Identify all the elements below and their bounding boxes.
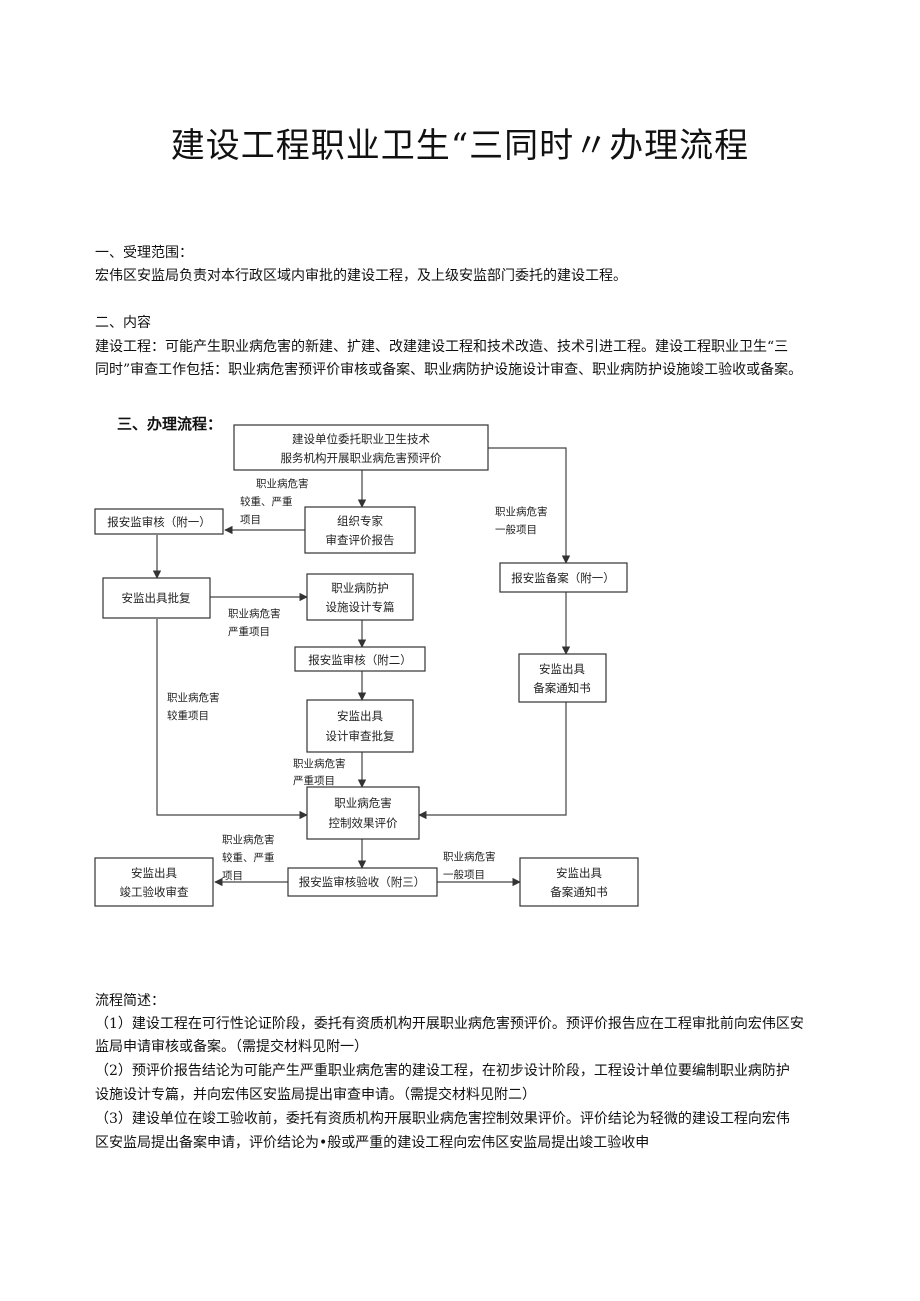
summary-item-1-line-2: 监局申请审核或备案。（需提交材料见附一） [95,1039,368,1055]
svg-text:职业病危害: 职业病危害 [222,833,275,846]
svg-text:一般项目: 一般项目 [495,523,537,536]
branch-label-severe-2: 职业病危害 严重项目 [293,757,346,787]
content-heading: 二、内容 [95,315,151,331]
summary-item-2-line-2: 设施设计专篇，并向宏伟区安监局提出审查申请。（需提交材料见附二） [95,1087,536,1103]
summary-heading: 流程简述： [95,993,165,1009]
svg-text:服务机构开展职业病危害预评价: 服务机构开展职业病危害预评价 [281,451,442,465]
svg-text:较重、严重: 较重、严重 [240,495,293,508]
flow-heading: 三、办理流程： [117,415,223,433]
svg-text:设计审查批复: 设计审查批复 [326,729,395,743]
svg-text:项目: 项目 [222,870,243,882]
content-line-1: 建设工程：可能产生职业病危害的新建、扩建、改建建设工程和技术改造、技术引进工程。… [95,339,789,355]
svg-text:严重项目: 严重项目 [293,774,335,787]
record-notice-2-box: 安监出具 备案通知书 [519,857,639,907]
svg-text:职业病危害: 职业病危害 [293,757,346,770]
svg-text:职业病危害: 职业病危害 [334,796,392,810]
summary-item-3-line-1: （3）建设单位在竣工验收前，委托有资质机构开展职业病危害控制效果评价。评价结论为… [95,1111,790,1127]
connector-lines [152,447,571,887]
svg-text:职业病危害: 职业病危害 [167,691,220,704]
branch-label-general-1: 职业病危害 一般项目 [495,505,548,536]
page-title: 建设工程职业卫生“三同时〃办理流程 [170,126,750,166]
svg-text:安监出具: 安监出具 [539,662,585,676]
svg-text:职业病防护: 职业病防护 [331,581,389,595]
svg-text:职业病危害: 职业病危害 [495,505,548,518]
scope-heading: 一、受理范围： [95,245,193,261]
approval-box: 安监出具批复 [102,577,211,619]
svg-text:备案通知书: 备案通知书 [533,681,591,695]
report-review-1-box: 报安监审核（附一） [94,508,224,535]
svg-text:报安监备案（附一）: 报安监备案（附一） [511,571,615,585]
scope-text: 宏伟区安监局负责对本行政区域内审批的建设工程，及上级安监部门委托的建设工程。 [95,268,627,284]
svg-text:严重项目: 严重项目 [228,625,270,638]
branch-label-serious-2: 职业病危害 较重、严重 项目 [222,833,275,882]
svg-text:备案通知书: 备案通知书 [550,885,608,899]
svg-text:报安监审核（附二）: 报安监审核（附二） [308,653,412,667]
svg-text:报安监审核（附一）: 报安监审核（附一） [107,515,211,529]
svg-text:安监出具: 安监出具 [337,709,383,723]
completion-box: 安监出具 竣工验收审查 [94,857,214,907]
svg-text:组织专家: 组织专家 [337,514,383,528]
expert-review-box: 组织专家 审查评价报告 [304,506,416,554]
svg-text:报安监审核验收（附三）: 报安监审核验收（附三） [299,875,426,889]
control-eval-box: 职业病危害 控制效果评价 [306,786,420,840]
branch-label-severe-1: 职业病危害 严重项目 [228,607,281,638]
svg-text:较重项目: 较重项目 [167,709,209,722]
svg-text:审查评价报告: 审查评价报告 [326,533,395,547]
design-box: 职业病防护 设施设计专篇 [306,573,414,621]
record-notice-box: 安监出具 备案通知书 [518,653,607,703]
acceptance-box: 报安监审核验收（附三） [287,867,438,897]
svg-text:一般项目: 一般项目 [443,868,485,881]
svg-text:设施设计专篇: 设施设计专篇 [326,600,395,614]
branch-label-general-2: 职业病危害 一般项目 [443,850,496,881]
design-approval-box: 安监出具 设计审查批复 [306,699,414,753]
svg-text:职业病危害: 职业病危害 [443,850,496,863]
report-review-2-box: 报安监审核（附二） [294,646,426,672]
svg-text:建设单位委托职业卫生技术: 建设单位委托职业卫生技术 [292,432,430,446]
svg-text:控制效果评价: 控制效果评价 [329,816,398,830]
svg-text:安监出具: 安监出具 [556,866,602,880]
branch-label-moderate: 职业病危害 较重项目 [167,691,220,722]
svg-text:竣工验收审查: 竣工验收审查 [120,885,189,899]
record-1-box: 报安监备案（附一） [499,562,628,593]
svg-text:项目: 项目 [240,514,261,526]
branch-label-serious-1: 职业病危害 较重、严重 项目 [240,477,309,526]
content-line-2: 同时”审查工作包括：职业病危害预评价审核或备案、职业病防护设施设计审查、职业病防… [95,362,803,378]
svg-text:较重、严重: 较重、严重 [222,851,275,864]
flowchart: 建设单位委托职业卫生技术 服务机构开展职业病危害预评价 组织专家 审查评价报告 … [94,424,639,907]
summary-item-3-line-2: 区安监局提出备案申请，评价结论为•般或严重的建设工程向宏伟区安监局提出竣工验收申 [95,1135,650,1151]
svg-text:职业病危害: 职业病危害 [256,477,309,490]
svg-text:安监出具批复: 安监出具批复 [122,591,191,605]
svg-text:职业病危害: 职业病危害 [228,607,281,620]
summary-item-2-line-1: （2）预评价报告结论为可能产生严重职业病危害的建设工程，在初步设计阶段，工程设计… [95,1063,790,1079]
start-box: 建设单位委托职业卫生技术 服务机构开展职业病危害预评价 [233,424,489,471]
svg-text:安监出具: 安监出具 [131,866,177,880]
summary-item-1-line-1: （1）建设工程在可行性论证阶段，委托有资质机构开展职业病危害预评价。预评价报告应… [95,1016,804,1032]
